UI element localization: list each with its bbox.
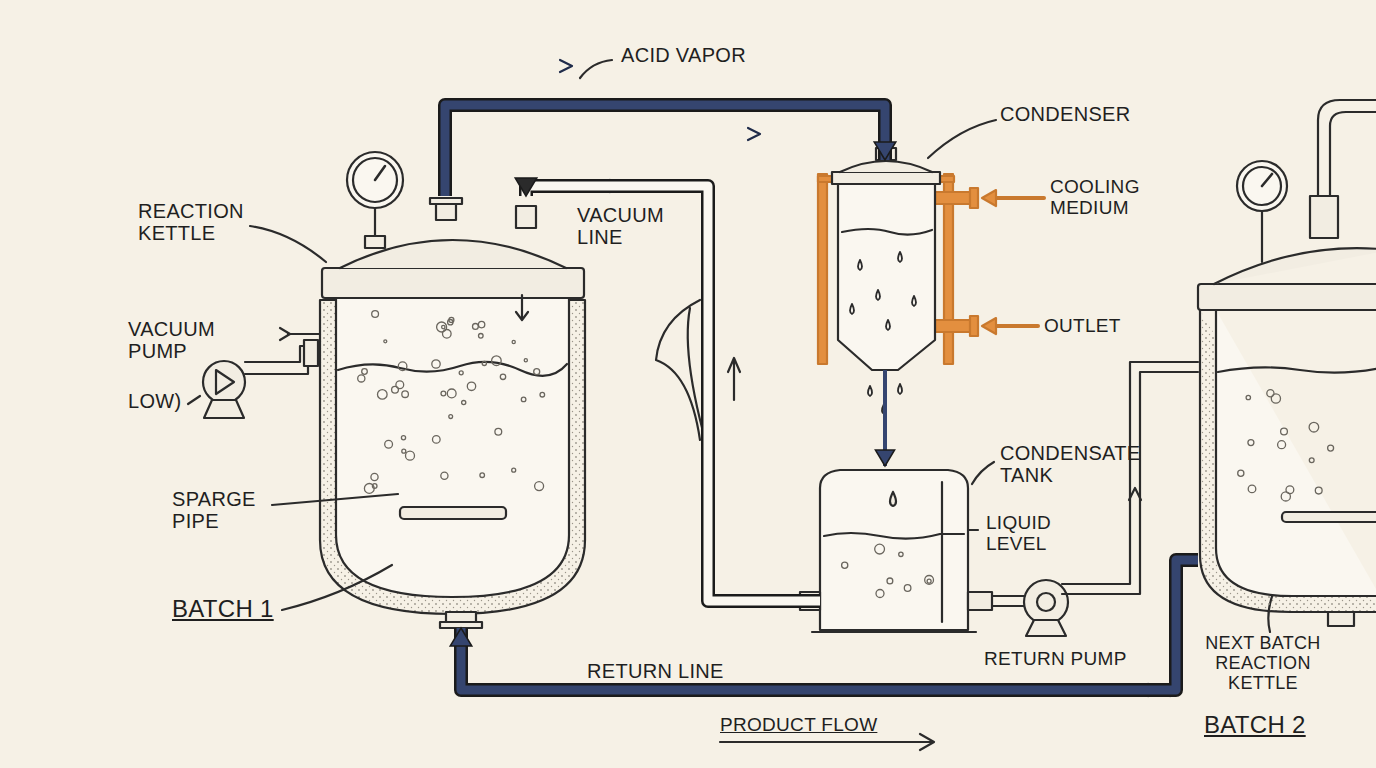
pipe-connector — [515, 178, 820, 601]
vessel-label: REACTION KETTLE — [138, 200, 268, 245]
vessel-node: NEXT BATCH REACTION KETTLE — [1198, 170, 1376, 612]
vessel-node: CONDENSER — [830, 160, 942, 370]
part-label: PRODUCT FLOW — [720, 714, 877, 735]
part-label: LOW) — [128, 390, 181, 412]
vessel-label: NEXT BATCH REACTION KETTLE — [1193, 633, 1333, 693]
flow-arrow — [875, 370, 894, 466]
vessel-label: CONDENSER — [1000, 103, 1131, 125]
line-label: ACID VAPOR — [618, 44, 749, 66]
vessel-node: CONDENSATE TANK — [820, 466, 970, 632]
part-label: BATCH 1 — [172, 596, 274, 623]
part-label: RETURN PUMP — [984, 648, 1127, 669]
part-label: LIQUID LEVEL — [986, 512, 1076, 555]
part-label: COOLING MEDIUM — [1050, 176, 1170, 219]
pipe-connector — [450, 560, 1198, 690]
vessel-label: CONDENSATE TANK — [1000, 442, 1140, 487]
line-label: VACUUM LINE — [574, 204, 675, 249]
line-label: RETURN LINE — [584, 660, 727, 682]
part-label: BATCH 2 — [1204, 712, 1306, 739]
part-label: OUTLET — [1044, 315, 1121, 336]
vessel-node: REACTION KETTLE — [318, 196, 588, 628]
part-label: SPARGE PIPE — [172, 488, 272, 533]
part-label: VACUUM PUMP — [128, 318, 238, 363]
